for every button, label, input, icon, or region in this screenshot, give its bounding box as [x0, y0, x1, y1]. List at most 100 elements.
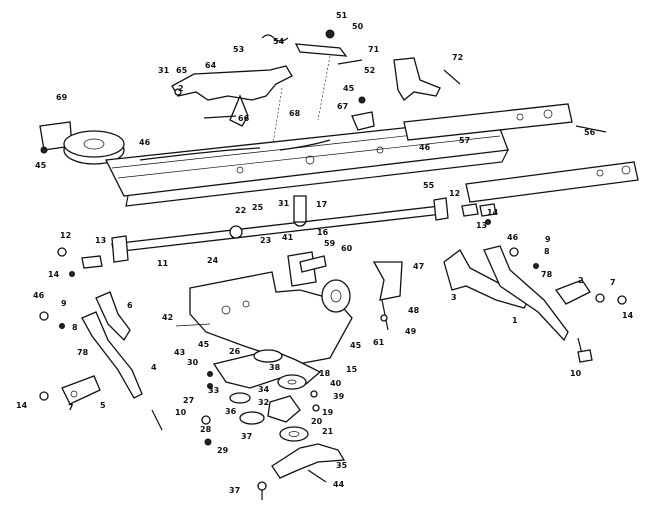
part-label-53: 53	[233, 45, 244, 54]
part-label-33: 33	[208, 386, 219, 395]
screw-45	[358, 96, 366, 104]
part-label-49: 49	[405, 327, 417, 336]
part-label-46d: 46	[33, 291, 45, 300]
part-label-57: 57	[459, 136, 470, 145]
part-label-45a: 45	[343, 84, 355, 93]
rails-56	[403, 103, 639, 203]
part-label-1: 1	[512, 316, 518, 325]
pulley-69	[39, 121, 125, 165]
part-label-45d: 45	[350, 341, 362, 350]
part-label-46b: 46	[419, 143, 431, 152]
part-label-42: 42	[162, 313, 173, 322]
gear-stack	[201, 349, 322, 446]
part-label-8a: 8	[544, 247, 550, 256]
part-label-23: 23	[260, 236, 271, 245]
part-label-78b: 78	[77, 348, 89, 357]
part-label-34: 34	[258, 385, 270, 394]
part-label-60: 60	[341, 244, 353, 253]
part-label-40: 40	[330, 379, 342, 388]
part-label-41: 41	[282, 233, 294, 242]
part-label-8b: 8	[72, 323, 78, 332]
part-label-37b: 37	[241, 432, 252, 441]
part-label-71: 71	[368, 45, 380, 54]
part-label-65: 65	[176, 66, 188, 75]
part-label-10b: 10	[175, 408, 187, 417]
part-label-14b: 14	[48, 270, 60, 279]
part-label-21: 21	[322, 427, 334, 436]
part-label-2a: 2	[178, 84, 184, 93]
part-label-24: 24	[207, 256, 219, 265]
part-label-31a: 31	[158, 66, 170, 75]
part-label-18: 18	[319, 369, 331, 378]
part-label-39: 39	[333, 392, 345, 401]
part-label-36: 36	[225, 407, 237, 416]
part-label-52: 52	[364, 66, 375, 75]
part-label-56: 56	[584, 128, 596, 137]
part-label-78a: 78	[541, 270, 553, 279]
part-label-12a: 12	[449, 189, 460, 198]
part-label-50: 50	[352, 22, 364, 31]
part-label-38: 38	[269, 363, 281, 372]
part-label-46a: 46	[139, 138, 151, 147]
left-fasteners	[57, 247, 103, 277]
part-label-54: 54	[273, 37, 285, 46]
part-label-29: 29	[217, 446, 229, 455]
part-label-31b: 31	[278, 199, 290, 208]
part-label-51: 51	[336, 11, 348, 20]
part-label-28: 28	[200, 425, 212, 434]
part-label-19: 19	[322, 408, 334, 417]
part-label-7b: 7	[68, 403, 74, 412]
part-label-5: 5	[100, 401, 106, 410]
part-label-72: 72	[452, 53, 463, 62]
part-label-26: 26	[229, 347, 241, 356]
part-label-43: 43	[174, 348, 185, 357]
part-label-37: 37	[229, 486, 240, 495]
part-label-4: 4	[151, 363, 157, 372]
main-chassis-42	[175, 251, 353, 365]
part-label-45b: 45	[35, 161, 47, 170]
bottom-bracket-35	[257, 443, 346, 500]
part-label-59: 59	[324, 239, 336, 248]
part-label-14c: 14	[622, 311, 634, 320]
part-label-44: 44	[333, 480, 345, 489]
right-linkage	[443, 245, 627, 363]
part-label-2b: 2	[578, 276, 584, 285]
part-label-46c: 46	[507, 233, 519, 242]
part-label-25: 25	[252, 203, 264, 212]
part-label-64: 64	[205, 61, 217, 70]
part-label-55: 55	[423, 181, 435, 190]
part-label-69: 69	[56, 93, 68, 102]
part-label-48: 48	[408, 306, 420, 315]
left-linkage	[39, 291, 163, 431]
shaft-11	[111, 195, 449, 263]
part-label-13a: 13	[476, 221, 487, 230]
part-label-17: 17	[316, 200, 327, 209]
part-label-14a: 14	[487, 208, 499, 217]
part-label-11: 11	[157, 259, 169, 268]
upper-linkage	[171, 65, 293, 151]
right-fasteners	[461, 203, 497, 225]
top-bracket-assembly	[261, 29, 461, 121]
part-label-6: 6	[127, 301, 133, 310]
part-label-7a: 7	[610, 278, 616, 287]
part-label-14d: 14	[16, 401, 28, 410]
part-67	[351, 111, 375, 131]
right-bracket-47	[372, 261, 403, 331]
part-label-68: 68	[289, 109, 301, 118]
part-label-61: 61	[373, 338, 385, 347]
part-label-10: 10	[570, 369, 582, 378]
part-label-9b: 9	[61, 299, 67, 308]
part-label-3: 3	[451, 293, 457, 302]
part-label-12b: 12	[60, 231, 71, 240]
part-label-66: 66	[238, 114, 250, 123]
part-label-45c: 45	[198, 340, 210, 349]
part-label-16: 16	[317, 228, 329, 237]
part-label-20: 20	[311, 417, 323, 426]
part-label-22: 22	[235, 206, 246, 215]
part-label-27: 27	[183, 396, 194, 405]
part-label-15: 15	[346, 365, 358, 374]
part-label-47: 47	[413, 262, 424, 271]
